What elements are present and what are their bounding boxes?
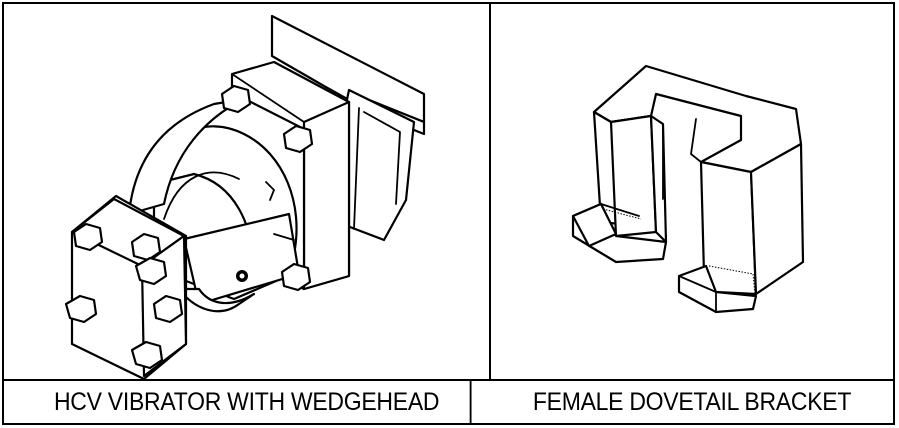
bracket-caption: FEMALE DOVETAIL BRACKET [532, 387, 852, 416]
vibrator-caption: HCV VIBRATOR WITH WEDGEHEAD [23, 381, 472, 423]
vibrator-wedgehead-drawing-icon [64, 14, 426, 379]
bracket-illustration-cell [491, 4, 893, 381]
vibrator-illustration-cell [4, 4, 491, 381]
dovetail-bracket-drawing-icon [571, 64, 805, 314]
